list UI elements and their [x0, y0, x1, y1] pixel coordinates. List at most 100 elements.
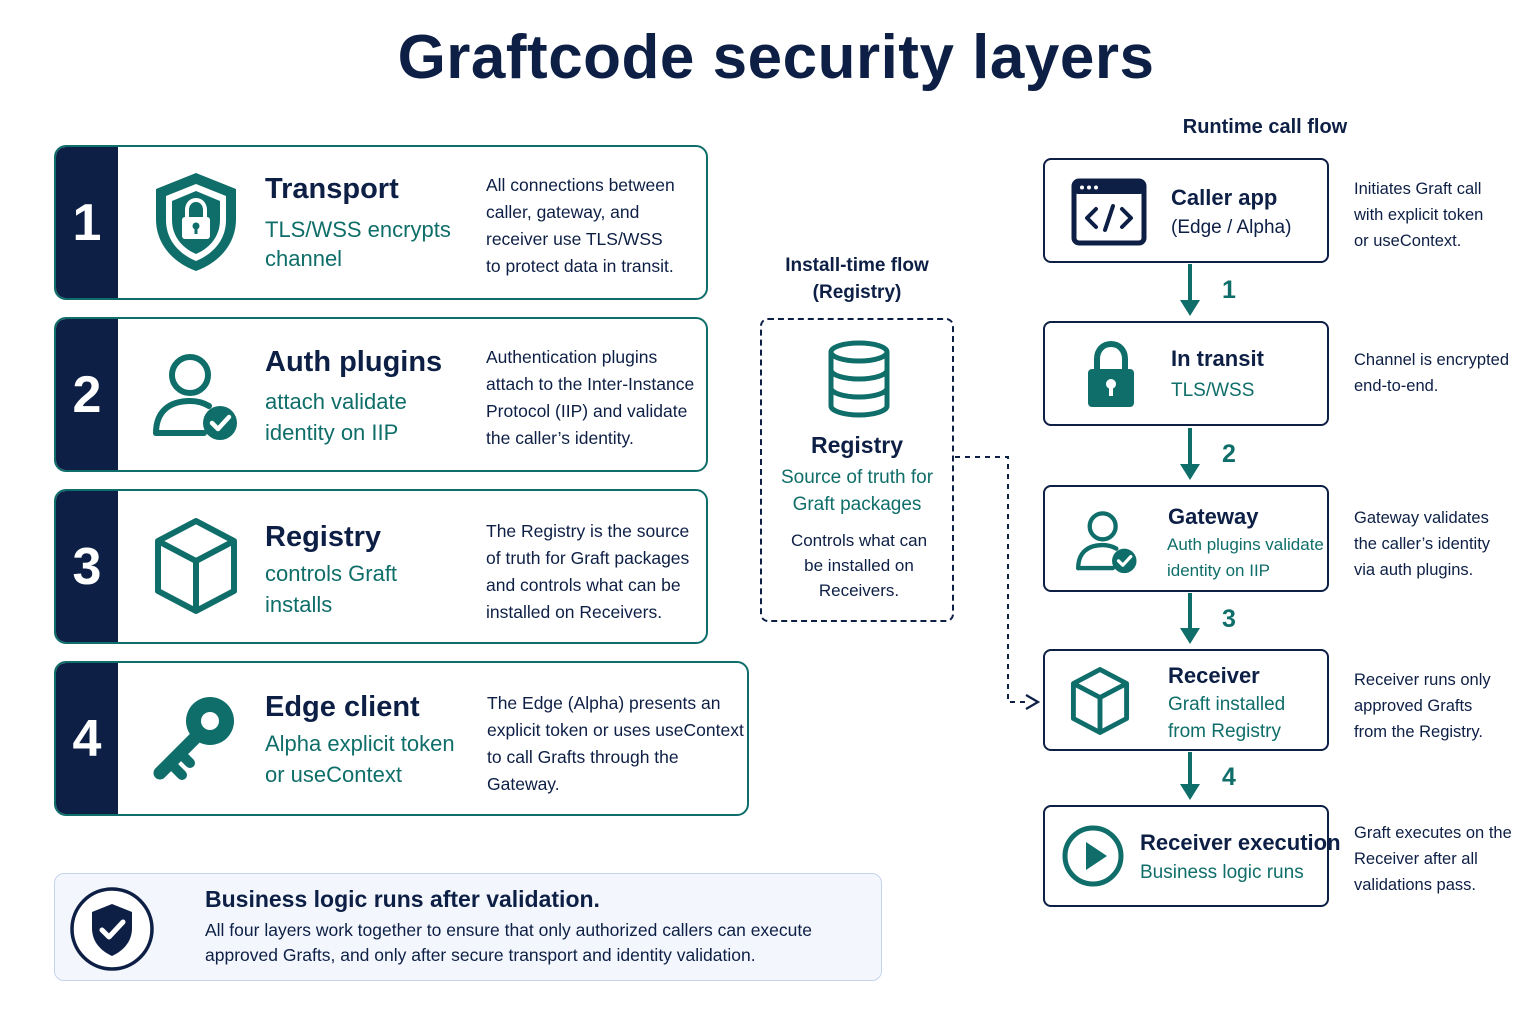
code-window-icon: [1071, 178, 1147, 246]
desc-line: Gateway.: [487, 774, 560, 794]
desc-line: The Registry is the source: [486, 521, 690, 541]
runtime-desc-gateway: Gateway validates the caller’s identity …: [1354, 505, 1529, 583]
desc-line: receiver use TLS/WSS: [486, 229, 663, 249]
layer-description: All connections between caller, gateway,…: [486, 172, 706, 280]
layer-name: Transport: [265, 173, 399, 205]
subtitle-line: Graft packages: [792, 494, 922, 515]
desc-line: or useContext.: [1354, 232, 1462, 250]
install-registry-box: Registry Source of truth for Graft packa…: [760, 318, 954, 622]
cube-icon: [146, 513, 246, 619]
shield-lock-icon: [146, 169, 246, 275]
validation-note: Business logic runs after validation. Al…: [54, 873, 882, 981]
step-number: 1: [1222, 276, 1236, 304]
subtitle-line: installs: [265, 592, 333, 617]
shield-check-icon: [69, 886, 155, 972]
database-icon: [824, 340, 894, 420]
layer-name: Registry: [265, 521, 382, 553]
layer-card-registry: 3 Registry controls Graft installs The R…: [54, 489, 708, 644]
layer-number: 4: [56, 663, 118, 814]
page-title: Graftcode security layers: [397, 23, 1155, 92]
runtime-desc-receiver-execution: Graft executes on the Receiver after all…: [1354, 820, 1529, 898]
note-line: All four layers work together to ensure …: [205, 920, 812, 940]
install-connector-line: [955, 456, 1028, 703]
layer-number: 1: [56, 147, 118, 298]
desc-line: from the Registry.: [1354, 723, 1483, 741]
runtime-step-in-transit: In transit TLS/WSS: [1043, 321, 1329, 426]
note-title: Business logic runs after validation.: [205, 886, 600, 912]
lock-icon: [1085, 339, 1137, 411]
runtime-arrow-4: [1180, 752, 1200, 800]
note-line: approved Grafts, and only after secure t…: [205, 945, 756, 965]
desc-line: caller, gateway, and: [486, 202, 640, 222]
step-subtitle: TLS/WSS: [1171, 380, 1255, 401]
runtime-step-receiver-execution: Receiver execution Business logic runs: [1043, 805, 1341, 907]
desc-line: Channel is encrypted: [1354, 351, 1510, 369]
desc-line: approved Grafts: [1354, 697, 1473, 715]
desc-line: validations pass.: [1354, 876, 1476, 894]
desc-line: Receiver after all: [1354, 850, 1478, 868]
desc-line: and controls what can be: [486, 575, 681, 595]
subtitle-line: identity on IIP: [1167, 561, 1271, 580]
layer-description: The Registry is the source of truth for …: [486, 518, 706, 626]
desc-line: Gateway validates: [1354, 509, 1489, 527]
desc-line: to call Grafts through the: [487, 747, 679, 767]
step-subtitle: Auth plugins validate identity on IIP: [1167, 532, 1324, 584]
desc-line: via auth plugins.: [1354, 561, 1474, 579]
desc-line: the caller’s identity: [1354, 535, 1491, 553]
install-description: Controls what can be installed on Receiv…: [776, 528, 942, 603]
runtime-desc-in-transit: Channel is encrypted end-to-end.: [1354, 347, 1529, 399]
layer-card-edge-client: 4 Edge client Alpha explicit token or us…: [54, 661, 749, 816]
runtime-flow-label: Runtime call flow: [1182, 116, 1348, 138]
step-title: Gateway: [1168, 504, 1259, 529]
desc-line: The Edge (Alpha) presents an: [487, 693, 721, 713]
subtitle-line: from Registry: [1168, 721, 1281, 742]
step-number: 4: [1222, 763, 1236, 791]
play-icon: [1061, 824, 1125, 888]
layer-name: Auth plugins: [265, 346, 443, 378]
layer-description: The Edge (Alpha) presents an explicit to…: [487, 690, 747, 798]
desc-line: of truth for Graft packages: [486, 548, 690, 568]
desc-line: Protocol (IIP) and validate: [486, 401, 688, 421]
runtime-step-gateway: Gateway Auth plugins validate identity o…: [1043, 485, 1329, 592]
step-title: Caller app: [1171, 185, 1278, 210]
desc-line: Initiates Graft call: [1354, 180, 1482, 198]
step-subtitle: Graft installed from Registry: [1168, 691, 1285, 745]
layer-subtitle: TLS/WSS encrypts channel: [265, 215, 475, 273]
subtitle-line: attach validate: [265, 389, 407, 414]
desc-line: be installed on: [804, 556, 914, 575]
desc-line: Receiver runs only: [1354, 671, 1491, 689]
label-line: Install-time flow: [785, 255, 929, 276]
layer-description: Authentication plugins attach to the Int…: [486, 344, 706, 452]
layer-subtitle: Alpha explicit token or useContext: [265, 728, 485, 790]
layer-card-transport: 1 Transport TLS/WSS encrypts channel All…: [54, 145, 708, 300]
layer-subtitle: attach validate identity on IIP: [265, 386, 475, 448]
subtitle-line: or useContext: [265, 762, 402, 787]
desc-line: attach to the Inter-Instance: [486, 374, 695, 394]
subtitle-line: Alpha explicit token: [265, 731, 455, 756]
desc-line: Graft executes on the: [1354, 824, 1512, 842]
desc-line: end-to-end.: [1354, 377, 1439, 395]
install-title: Registry: [810, 432, 904, 458]
subtitle-line: Graft installed: [1168, 694, 1286, 715]
subtitle-line: TLS/WSS encrypts: [265, 217, 451, 242]
layer-number: 3: [56, 491, 118, 642]
step-title: Receiver execution: [1140, 830, 1341, 855]
runtime-arrow-3: [1180, 593, 1200, 644]
user-check-icon: [1071, 501, 1143, 579]
subtitle-line: controls Graft: [265, 561, 398, 586]
runtime-desc-receiver: Receiver runs only approved Grafts from …: [1354, 667, 1529, 745]
step-number: 3: [1222, 605, 1236, 633]
desc-line: Controls what can: [790, 531, 928, 550]
layer-number: 2: [56, 319, 118, 470]
subtitle-line: identity on IIP: [265, 420, 399, 445]
desc-line: Authentication plugins: [486, 347, 658, 367]
layer-name: Edge client: [265, 691, 420, 723]
runtime-arrow-1: [1180, 264, 1200, 316]
desc-line: with explicit token: [1354, 206, 1484, 224]
desc-line: Receivers.: [818, 581, 900, 600]
subtitle-line: Source of truth for: [780, 467, 934, 488]
runtime-step-caller-app: Caller app (Edge / Alpha): [1043, 158, 1329, 263]
subtitle-line: Auth plugins validate: [1167, 535, 1324, 554]
layer-subtitle: controls Graft installs: [265, 558, 475, 620]
